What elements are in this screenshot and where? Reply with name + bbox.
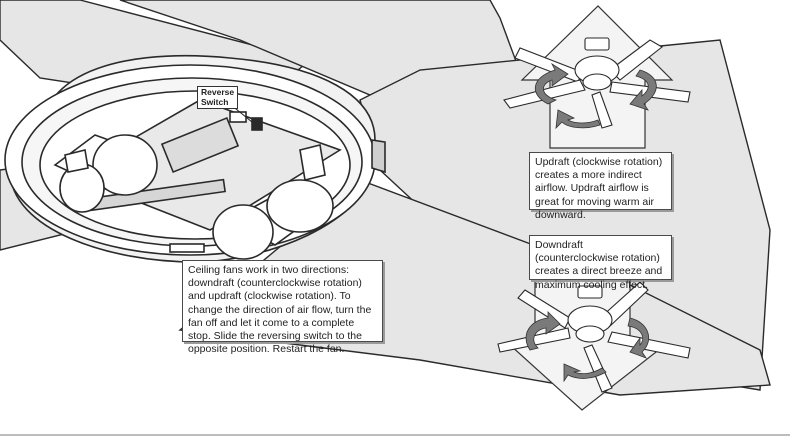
downdraft-diagram (497, 277, 691, 411)
rotation-arrow-icon (525, 311, 561, 351)
rotation-arrow-icon (629, 69, 657, 111)
reverse-switch-label: Reverse Switch (197, 86, 239, 109)
updraft-diagram (503, 5, 691, 149)
motor-housing (4, 54, 386, 263)
bottom-divider (0, 434, 790, 436)
downdraft-callout: Downdraft (counterclockwise rotation) cr… (529, 235, 672, 291)
rotation-arrow-icon (534, 62, 569, 105)
main-instructions-callout: Ceiling fans work in two directions: dow… (182, 260, 383, 355)
updraft-callout: Updraft (clockwise rotation) creates a m… (529, 152, 672, 221)
rotation-arrow-icon (563, 363, 607, 383)
rotation-arrow-icon (555, 109, 601, 130)
rotation-arrow-icon (627, 317, 650, 359)
